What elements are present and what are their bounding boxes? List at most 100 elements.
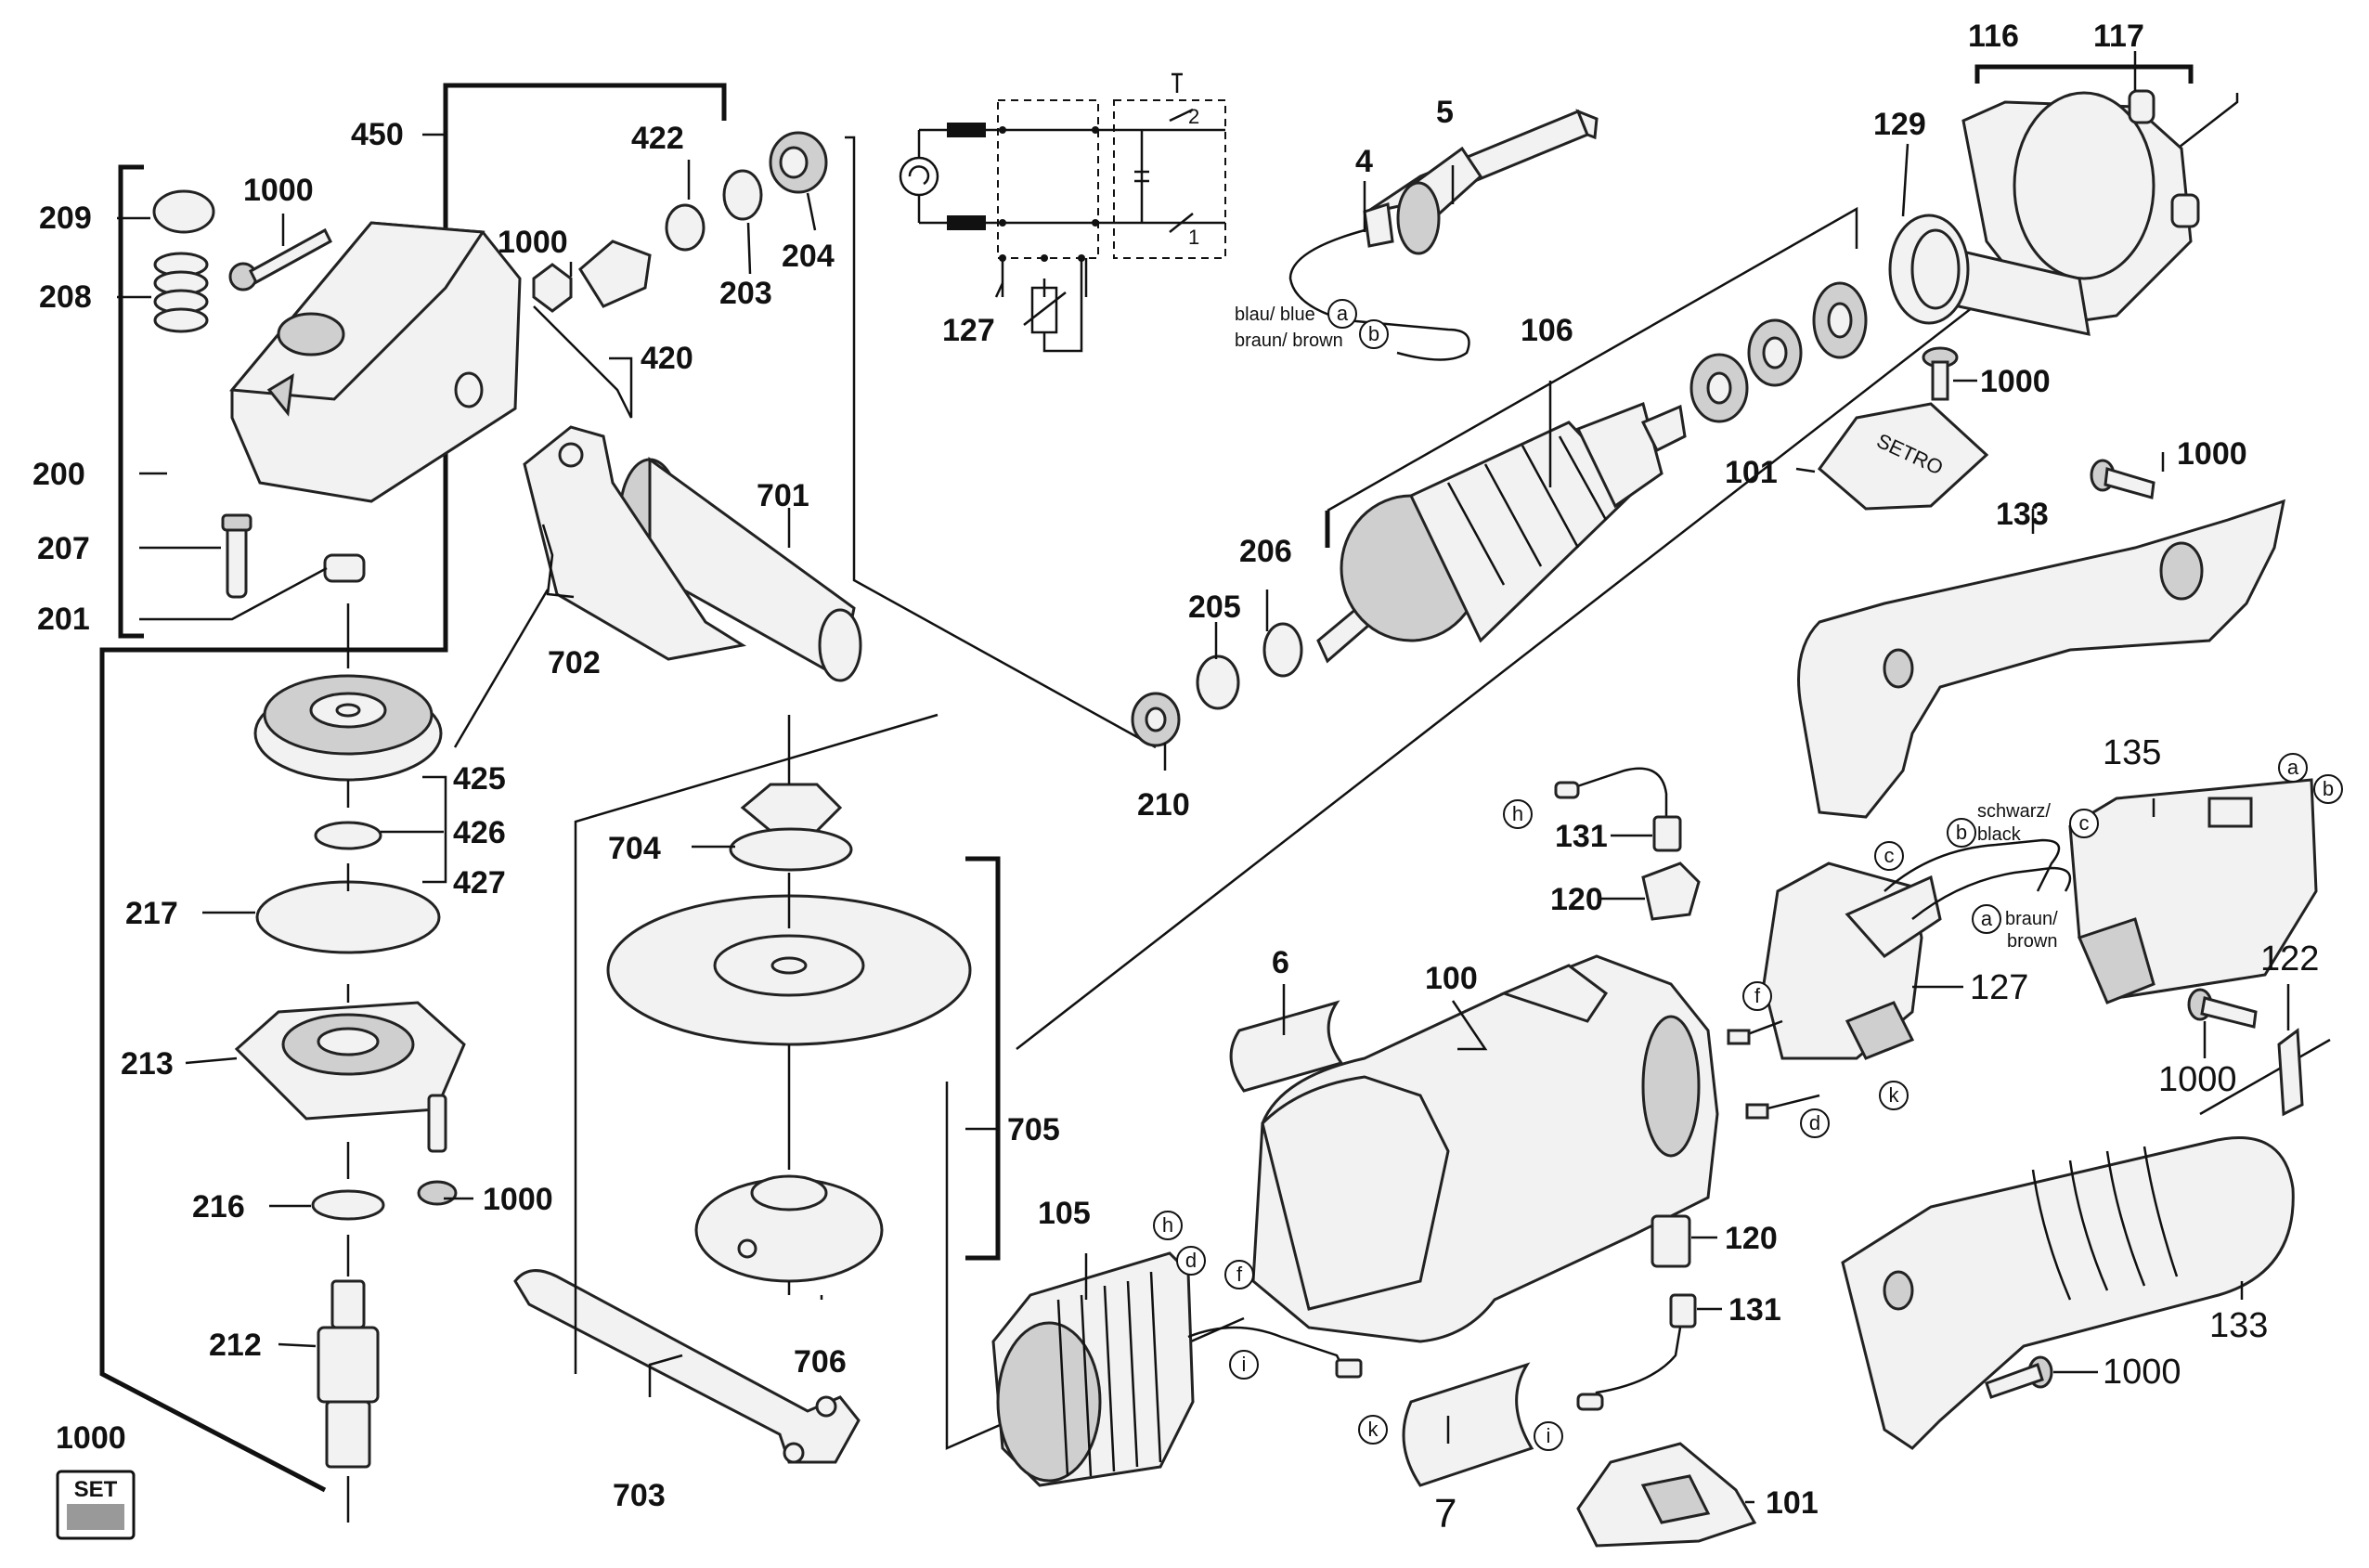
nut-1000-shape bbox=[532, 263, 573, 313]
terminal-d bbox=[1745, 1103, 1769, 1120]
label-216: 216 bbox=[192, 1189, 245, 1225]
washer-216-shape bbox=[311, 1189, 385, 1221]
conn-f-board: f bbox=[1742, 981, 1772, 1011]
washer-203-shape bbox=[722, 169, 763, 221]
label-1000-e: 1000 bbox=[2177, 436, 2247, 472]
label-5: 5 bbox=[1436, 95, 1454, 130]
label-207: 207 bbox=[37, 531, 90, 566]
bracket-450 bbox=[443, 83, 727, 121]
electronics-127-shape bbox=[1762, 862, 1942, 1060]
label-212: 212 bbox=[209, 1328, 262, 1363]
label-206: 206 bbox=[1239, 534, 1292, 569]
wire-switch-brown bbox=[1911, 866, 2072, 920]
label-1000-f: 1000 bbox=[2158, 1060, 2237, 1099]
svg-text:d: d bbox=[1185, 1249, 1197, 1272]
label-203: 203 bbox=[719, 276, 772, 311]
washer-426-shape bbox=[314, 821, 382, 850]
svg-text:a: a bbox=[2287, 756, 2299, 779]
screw-1000-122-shape bbox=[2187, 988, 2258, 1029]
svg-text:i: i bbox=[1547, 1424, 1551, 1447]
conn-h-stator: h bbox=[1153, 1211, 1183, 1240]
bushing-201-shape bbox=[323, 553, 366, 583]
nut-704-shape bbox=[729, 783, 853, 872]
wire-switch-black bbox=[1884, 838, 2061, 892]
label-210: 210 bbox=[1137, 787, 1190, 823]
cover-116-shape bbox=[1957, 91, 2193, 336]
svg-text:d: d bbox=[1809, 1111, 1820, 1134]
conn-i-plug: i bbox=[1534, 1421, 1563, 1451]
label-101-a: 101 bbox=[1725, 455, 1778, 490]
label-1000-g: 1000 bbox=[2103, 1353, 2181, 1392]
pin-207-shape bbox=[221, 513, 252, 599]
note-blue: blau/ blue bbox=[1235, 305, 1315, 325]
svg-text:b: b bbox=[2323, 777, 2334, 800]
gear-housing-200-shape bbox=[229, 221, 522, 503]
label-6: 6 bbox=[1272, 945, 1289, 980]
conn-d-board: d bbox=[1800, 1108, 1830, 1138]
set-badge-shape bbox=[56, 1470, 136, 1540]
set-badge-text: SET bbox=[74, 1477, 118, 1502]
leader-lines bbox=[117, 51, 2290, 1504]
bearing-armature-c bbox=[1812, 281, 1868, 359]
label-702: 702 bbox=[548, 645, 601, 680]
conn-b-switch: b bbox=[2313, 774, 2343, 804]
conn-a-cable: a bbox=[1327, 299, 1357, 329]
label-100: 100 bbox=[1425, 961, 1478, 996]
pad-705-shape bbox=[606, 894, 972, 1046]
label-422: 422 bbox=[631, 121, 684, 156]
plate-706-shape bbox=[694, 1174, 884, 1283]
cover-101-lower-shape bbox=[1576, 1442, 1757, 1548]
spring-208-shape bbox=[153, 252, 209, 333]
svg-text:f: f bbox=[1754, 984, 1761, 1007]
label-205: 205 bbox=[1188, 590, 1241, 625]
oring-217-shape bbox=[255, 880, 441, 954]
label-420: 420 bbox=[641, 341, 693, 376]
label-7: 7 bbox=[1434, 1491, 1456, 1536]
label-208: 208 bbox=[39, 279, 92, 315]
label-135: 135 bbox=[2103, 733, 2161, 772]
label-705: 705 bbox=[1007, 1112, 1060, 1147]
conn-b-board: b bbox=[1947, 818, 1976, 848]
flange-213-shape bbox=[234, 1001, 466, 1121]
label-204: 204 bbox=[782, 239, 835, 274]
label-127-a: 127 bbox=[942, 313, 995, 348]
plug-131-upper-shape bbox=[1554, 767, 1682, 852]
label-133-a: 133 bbox=[1996, 497, 2049, 532]
clip-120-lower-shape bbox=[1651, 1214, 1691, 1268]
bevel-gear-shape bbox=[253, 674, 443, 782]
switch-135-shape bbox=[2068, 778, 2318, 1004]
terminal-f bbox=[1727, 1029, 1751, 1045]
label-106: 106 bbox=[1521, 313, 1573, 348]
conn-f-stator: f bbox=[1224, 1260, 1254, 1289]
motor-housing-100-shape bbox=[1251, 954, 1719, 1343]
label-131-a: 131 bbox=[1555, 819, 1608, 854]
label-133-b: 133 bbox=[2209, 1306, 2268, 1345]
conn-c-board: c bbox=[1874, 841, 1904, 871]
bearing-armature-b bbox=[1747, 318, 1803, 387]
label-426: 426 bbox=[453, 815, 506, 850]
ring-205-shape bbox=[1196, 654, 1240, 710]
label-4: 4 bbox=[1355, 144, 1373, 179]
svg-text:k: k bbox=[1368, 1418, 1379, 1441]
bracket-116 bbox=[1974, 64, 2194, 84]
label-213: 213 bbox=[121, 1046, 174, 1082]
circuit-schematic bbox=[899, 72, 1226, 353]
label-706: 706 bbox=[794, 1344, 847, 1380]
part-labels: 450 422 209 1000 1000 204 208 203 420 20… bbox=[32, 19, 2319, 1536]
svg-text:b: b bbox=[1956, 821, 1967, 844]
label-122: 122 bbox=[2260, 940, 2319, 978]
sticker-7-shape bbox=[1402, 1362, 1534, 1487]
bracket-200 bbox=[118, 164, 144, 639]
pin-117-shape bbox=[2128, 89, 2200, 228]
pinion-420-shape bbox=[578, 240, 652, 308]
spanner-703-shape bbox=[513, 1269, 861, 1464]
svg-text:a: a bbox=[1337, 302, 1349, 325]
note-brown2-de: braun/ bbox=[2005, 909, 2058, 929]
note-black-en: black bbox=[1977, 824, 2022, 845]
note-brown: braun/ brown bbox=[1235, 330, 1343, 351]
clip-122-shape bbox=[2277, 1028, 2304, 1117]
plug-131-lower-shape bbox=[1576, 1293, 1697, 1411]
svg-text:f: f bbox=[1236, 1263, 1243, 1286]
switch-contact-2: 2 bbox=[1188, 105, 1199, 128]
